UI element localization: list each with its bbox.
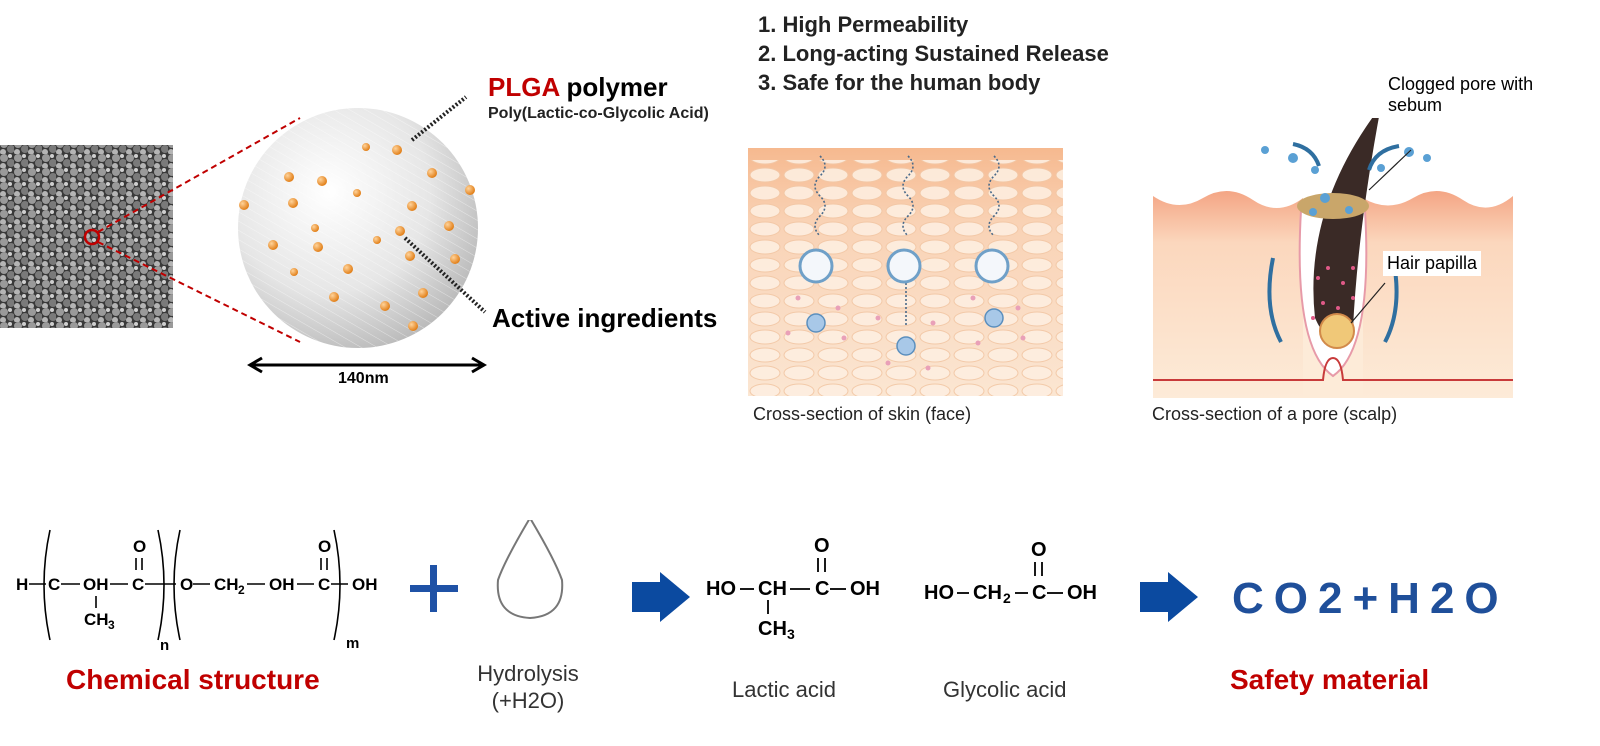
svg-text:m: m — [346, 635, 359, 652]
skin-cross-section — [748, 148, 1063, 396]
feature-item: 1. High Permeability — [758, 12, 969, 37]
svg-text:3: 3 — [787, 626, 795, 642]
svg-text:n: n — [160, 637, 169, 654]
active-ingredient-dots — [239, 143, 475, 331]
svg-text:OH: OH — [352, 575, 378, 594]
size-arrow — [247, 356, 487, 374]
chemical-structure-caption: Chemical structure — [66, 664, 320, 695]
hair-shaft — [1313, 118, 1379, 341]
svg-text:2: 2 — [238, 583, 245, 597]
svg-text:C: C — [318, 575, 330, 594]
svg-text:2: 2 — [1003, 590, 1011, 606]
feature-list: 1. High Permeability 2. Long-acting Sust… — [758, 10, 1109, 97]
arrow-right-icon — [632, 572, 690, 622]
lactic-acid-caption: Lactic acid — [732, 677, 836, 702]
svg-text:3: 3 — [108, 618, 115, 632]
arrow-right-icon — [1140, 572, 1198, 622]
feature-item: 2. Long-acting Sustained Release — [758, 41, 1109, 66]
svg-text:CH: CH — [973, 582, 1002, 604]
plga-title-black: polymer — [559, 72, 668, 102]
skin-caption: Cross-section of skin (face) — [753, 404, 972, 424]
svg-text:C: C — [132, 575, 144, 594]
pore-caption: Cross-section of a pore (scalp) — [1152, 404, 1398, 424]
hair-papilla — [1319, 313, 1355, 349]
svg-text:O: O — [1031, 539, 1047, 561]
svg-text:CH: CH — [84, 610, 109, 629]
plus-icon — [410, 565, 458, 612]
zoom-marker — [83, 228, 101, 246]
svg-text:O: O — [133, 537, 146, 556]
svg-text:CH: CH — [758, 618, 787, 640]
sem-micrograph — [0, 145, 173, 328]
svg-text:C: C — [1032, 582, 1046, 604]
svg-text:OH: OH — [83, 575, 109, 594]
plga-title: PLGA polymer — [488, 72, 668, 103]
svg-text:O: O — [180, 575, 193, 594]
svg-text:C: C — [48, 575, 60, 594]
svg-text:O: O — [814, 535, 830, 557]
safety-material-caption: Safety material — [1230, 664, 1430, 695]
clogged-pore-label: Clogged pore with sebum — [1386, 74, 1536, 116]
svg-text:HO: HO — [924, 582, 954, 604]
svg-text:OH: OH — [1067, 582, 1097, 604]
water-drop-icon — [496, 520, 564, 620]
plga-full-name: Poly(Lactic-co-Glycolic Acid) — [488, 105, 709, 122]
size-label: 140nm — [338, 370, 389, 387]
svg-text:C: C — [815, 578, 829, 600]
svg-text:H: H — [16, 575, 28, 594]
feature-item: 3. Safe for the human body — [758, 70, 1041, 95]
hair-papilla-label: Hair papilla — [1383, 251, 1482, 276]
svg-text:OH: OH — [269, 575, 295, 594]
svg-text:CH: CH — [758, 578, 787, 600]
glycolic-acid-caption: Glycolic acid — [943, 677, 1067, 702]
hydrolysis-caption: Hydrolysis (+H2O) — [477, 661, 579, 713]
svg-text:CH: CH — [214, 575, 239, 594]
plga-title-red: PLGA — [488, 72, 560, 102]
nanoparticle-illustration — [0, 95, 487, 374]
svg-text:OH: OH — [850, 578, 880, 600]
plga-sphere — [238, 108, 478, 348]
pore-cross-section — [1153, 118, 1513, 398]
active-ingredients-label: Active ingredients — [492, 303, 718, 333]
sebum-plug — [1297, 193, 1369, 219]
svg-text:HO: HO — [706, 578, 736, 600]
products-formula: CO2+H2O — [1232, 574, 1509, 623]
svg-text:O: O — [318, 537, 331, 556]
